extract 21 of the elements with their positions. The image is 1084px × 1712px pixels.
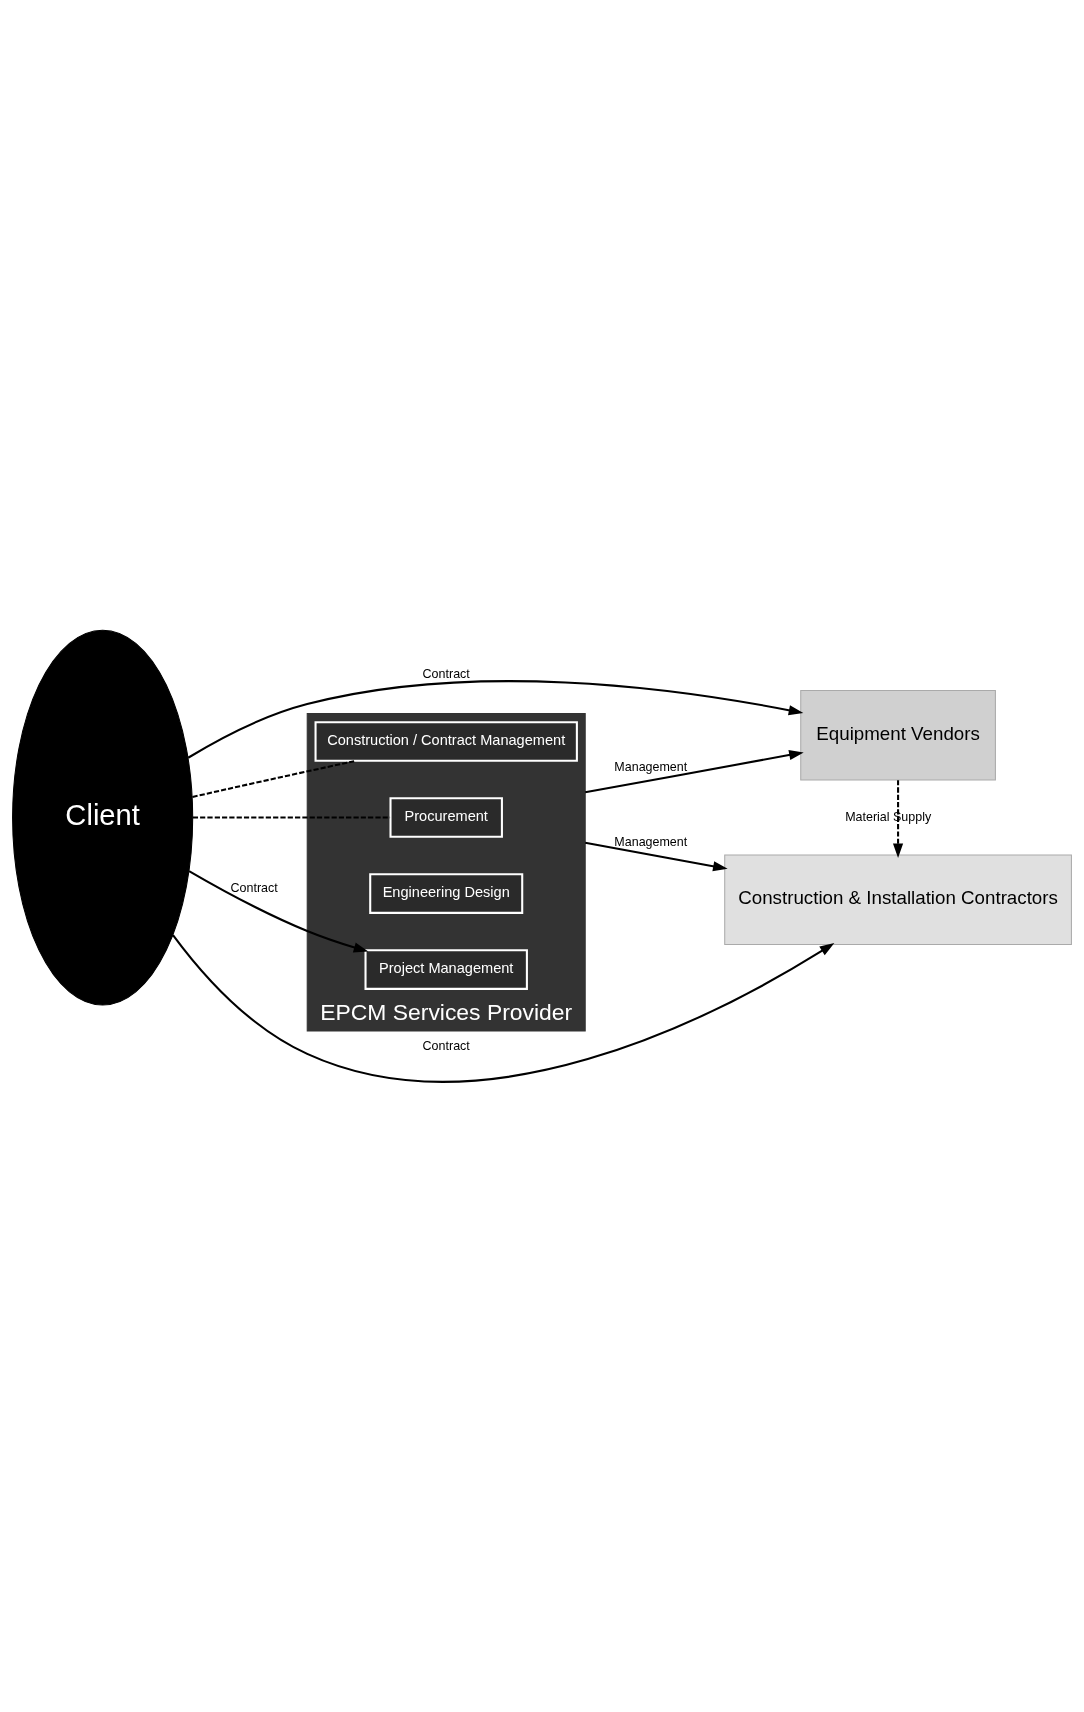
node-box: Engineering Design <box>369 873 524 914</box>
node-box: Project Management <box>364 949 528 990</box>
arrow <box>187 680 804 759</box>
node-box: Construction & Installation Contractors <box>724 854 1072 946</box>
edge-label: Material Supply <box>845 809 932 824</box>
node-box: Construction / Contract Management <box>314 721 578 762</box>
connector <box>192 816 391 819</box>
arrow <box>585 750 804 794</box>
arrow <box>188 870 369 953</box>
node-box: Equipment Vendors <box>800 690 996 781</box>
node-box: Procurement <box>389 797 503 838</box>
edge-label: Management <box>614 760 688 775</box>
edge-label: Management <box>614 835 688 850</box>
edge-label: Contract <box>422 666 470 681</box>
arrow <box>892 780 904 859</box>
edge-label: Contract <box>422 1039 470 1054</box>
connector <box>192 759 356 798</box>
arrow <box>172 934 835 1083</box>
arrow <box>585 841 728 872</box>
edge-label: Contract <box>230 881 278 896</box>
node-ellipse: Client <box>12 629 194 1006</box>
